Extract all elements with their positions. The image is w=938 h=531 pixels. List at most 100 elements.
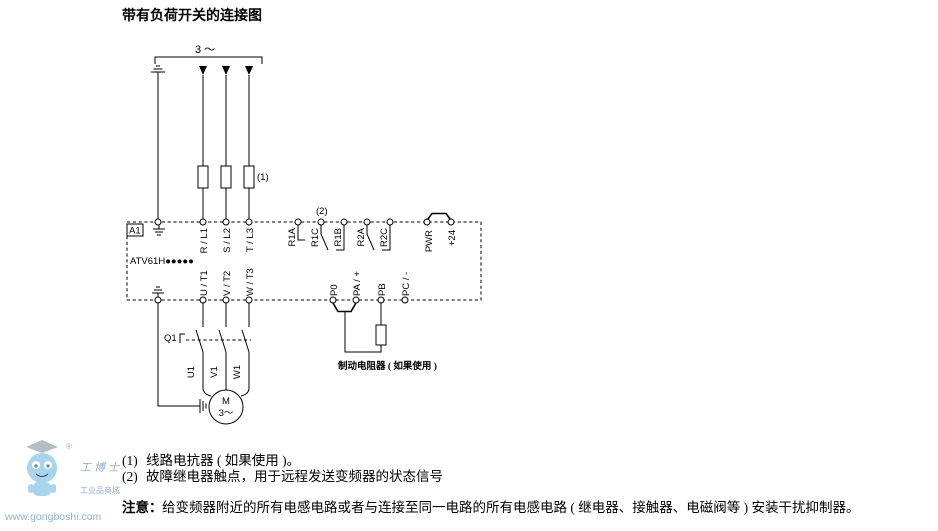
relay-note-ref: (2) bbox=[316, 206, 328, 217]
terminal-u-t1 bbox=[199, 296, 207, 304]
terminal-pa-plus bbox=[352, 296, 360, 304]
switch-blade-2 bbox=[218, 329, 227, 353]
switch-blade-1 bbox=[195, 329, 204, 353]
footnote-1-text: 线路电抗器 ( 如果使用 )。 bbox=[146, 452, 300, 468]
motor-circle bbox=[208, 389, 244, 425]
supply-phase-label: 3 ～ bbox=[195, 44, 215, 56]
motor-lead-w1 bbox=[240, 352, 250, 397]
switch-label: Q1 bbox=[164, 333, 177, 344]
switch-operator-icon bbox=[179, 333, 185, 343]
arrow-down-icon bbox=[245, 66, 253, 75]
terminal-label-r-l1: R / L1 bbox=[199, 228, 210, 253]
mascot-mouth bbox=[35, 473, 49, 477]
pe-supply-ground-icon bbox=[151, 65, 165, 73]
terminal-label-plus24: +24 bbox=[447, 230, 458, 246]
terminal-pc-minus bbox=[401, 296, 409, 304]
motor-phases: 3～ bbox=[219, 408, 234, 419]
arrow-down-icon bbox=[199, 66, 207, 75]
terminal-label-t-l3: T / L3 bbox=[245, 228, 256, 252]
diagram-title: 带有负荷开关的连接图 bbox=[122, 7, 262, 24]
terminal-plus24 bbox=[447, 218, 455, 226]
notice-text: 给变频器附近的所有电感电路或者与连接至同一电路的所有电感电路 ( 继电器、接触器… bbox=[162, 499, 860, 515]
pwr-24v-jumper bbox=[426, 212, 452, 220]
supply-bracket: 3 ～ bbox=[154, 44, 263, 64]
footnote-1-marker: (1) bbox=[122, 453, 138, 468]
phase-l2 bbox=[220, 66, 232, 219]
terminal-w-t3 bbox=[245, 296, 253, 304]
terminal-r-l1 bbox=[199, 218, 207, 226]
terminal-pe-input bbox=[154, 218, 162, 226]
braking-resistor-label: 制动电阻器 ( 如果使用 ) bbox=[338, 360, 437, 372]
terminal-p0 bbox=[329, 296, 337, 304]
relay-r2c-contact bbox=[382, 225, 391, 251]
notice-prefix: 注意： bbox=[122, 499, 163, 515]
line-reactor-l2 bbox=[220, 165, 232, 189]
reactor-note-ref: (1) bbox=[257, 172, 269, 183]
p0-pa-jumper bbox=[332, 302, 357, 313]
braking-resistor-circuit: 制动电阻器 ( 如果使用 ) bbox=[332, 302, 437, 372]
terminal-label-pa-plus: PA / + bbox=[352, 271, 363, 296]
terminal-label-p0: P0 bbox=[329, 284, 340, 296]
terminal-label-pb: PB bbox=[377, 283, 388, 296]
watermark-url: www.gongboshi.com bbox=[4, 511, 102, 523]
drive-ref-label: A1 bbox=[129, 226, 141, 237]
motor-symbol: M bbox=[222, 396, 230, 407]
mascot-body bbox=[33, 482, 51, 496]
relay-r1-contact bbox=[297, 225, 345, 251]
phase-l1 bbox=[197, 66, 209, 219]
terminal-r1a bbox=[294, 218, 302, 226]
braking-resistor bbox=[375, 324, 387, 346]
drive-ref-box bbox=[126, 223, 144, 237]
relay-r1c-blade bbox=[320, 225, 329, 251]
braking-resistor-return-wire bbox=[344, 312, 382, 353]
terminal-label-v-t2: V / T2 bbox=[222, 271, 233, 296]
pe-wire-motor bbox=[157, 303, 200, 407]
terminal-r2a bbox=[363, 218, 371, 226]
motor-lead-u1 bbox=[202, 352, 212, 397]
terminal-label-r2a: R2A bbox=[356, 227, 367, 246]
arrow-down-icon bbox=[222, 66, 230, 75]
terminal-label-r1c: R1C bbox=[310, 228, 321, 247]
terminal-label-r2c: R2C bbox=[379, 228, 390, 247]
terminal-pe-output bbox=[154, 296, 162, 304]
supply-bracket-line bbox=[154, 56, 263, 64]
terminal-pwr bbox=[423, 218, 431, 226]
terminal-label-w-t3: W / T3 bbox=[245, 268, 256, 296]
drive-model-label: ATV61H●●●●● bbox=[130, 256, 194, 267]
mascot-pupil-left bbox=[34, 464, 38, 468]
drive-boundary bbox=[126, 221, 482, 301]
mascot-head bbox=[27, 453, 57, 483]
mascot-arm bbox=[50, 484, 56, 493]
terminal-label-s-l2: S / L2 bbox=[222, 228, 233, 253]
mascot-logo-icon bbox=[26, 440, 58, 496]
motor-lead-label-u1: U1 bbox=[186, 366, 197, 378]
relay-r1b-contact bbox=[336, 225, 345, 251]
mascot-cap bbox=[26, 440, 58, 453]
terminal-t-l3 bbox=[245, 218, 253, 226]
mascot-pupil-right bbox=[46, 464, 50, 468]
terminal-label-r1b: R1B bbox=[333, 228, 344, 246]
motor: M 3～ bbox=[208, 389, 244, 425]
motor-lead-label-w1: W1 bbox=[232, 365, 243, 379]
load-switch-q1: Q1 bbox=[164, 303, 251, 353]
terminal-label-r1a: R1A bbox=[287, 227, 298, 246]
terminal-pb bbox=[377, 296, 385, 304]
watermark-tagline: 工业品商城 bbox=[80, 485, 120, 495]
terminal-r2c bbox=[386, 218, 394, 226]
relay-r1a-contact bbox=[297, 225, 305, 241]
watermark-registered: ® bbox=[66, 442, 72, 451]
drive-pe-ground-icon bbox=[153, 225, 165, 236]
relay-r2a-blade bbox=[366, 225, 375, 251]
motor-lead-label-v1: V1 bbox=[209, 366, 220, 378]
terminal-s-l2 bbox=[222, 218, 230, 226]
footnote-2-marker: (2) bbox=[122, 469, 138, 484]
terminal-label-pwr: PWR bbox=[424, 230, 435, 252]
terminal-label-pc-minus: PC / - bbox=[401, 272, 412, 296]
terminal-v-t2 bbox=[222, 296, 230, 304]
switch-blade-3 bbox=[241, 329, 250, 353]
watermark: ® 工 博 士 工业品商城 www.gongboshi.com bbox=[4, 440, 120, 523]
phase-l3 bbox=[243, 66, 255, 219]
watermark-brand: 工 博 士 bbox=[80, 461, 120, 474]
terminal-r1b bbox=[340, 218, 348, 226]
